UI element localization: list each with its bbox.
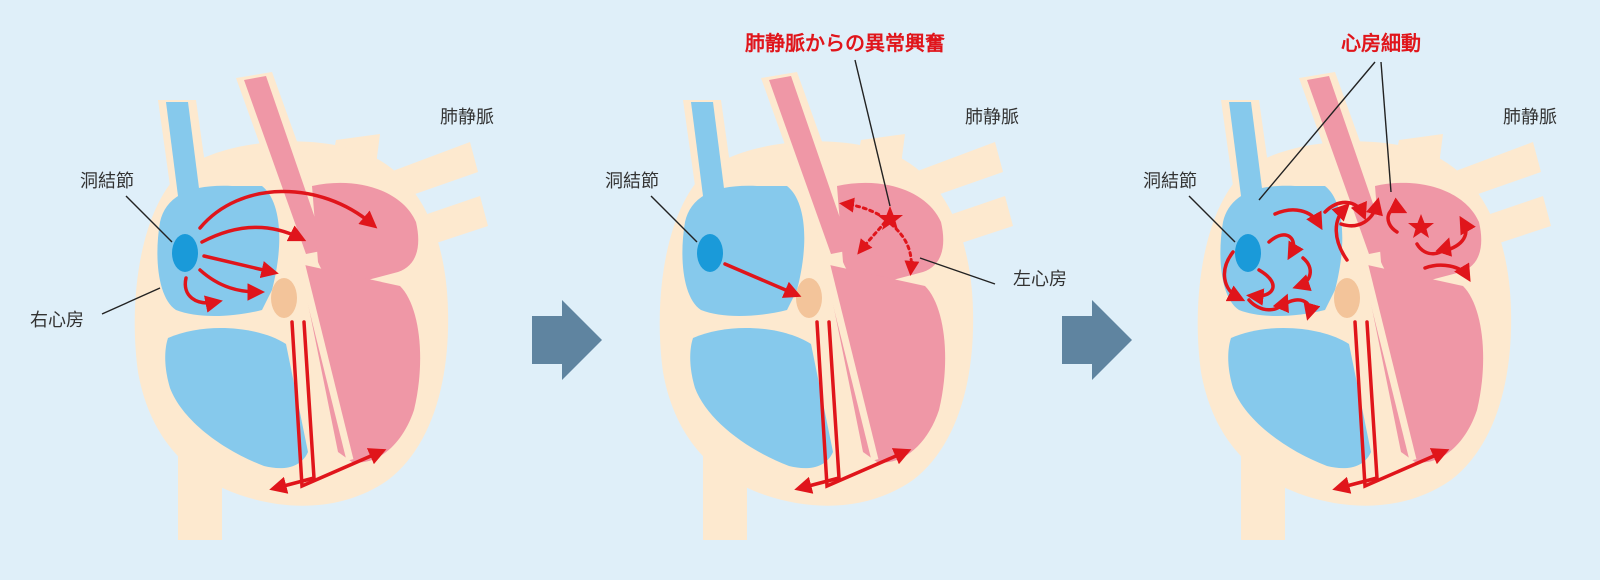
panel-3: 肺静脈 洞結節 心房細動 [1143, 31, 1557, 540]
pulmonary-vein-label: 肺静脈 [1503, 107, 1557, 128]
fibrillation-arrows [1222, 197, 1476, 494]
heart-illustration [135, 72, 488, 540]
leader-line [650, 195, 698, 243]
pulmonary-vein-label: 肺静脈 [440, 107, 494, 128]
star-icon [1408, 214, 1434, 238]
conduction-arrows [183, 189, 387, 494]
conduction-arrows [723, 262, 912, 494]
star-icon [877, 206, 903, 230]
sinus-node-marker [172, 234, 198, 272]
pulmonary-vein-label: 肺静脈 [965, 107, 1019, 128]
leader-line [1188, 195, 1236, 243]
leader-line [101, 287, 161, 315]
heart-illustration [1198, 72, 1551, 540]
leader-line [919, 257, 996, 285]
sinus-node-marker [1235, 234, 1261, 272]
sinus-node-label: 洞結節 [605, 171, 659, 192]
leader-line [1380, 61, 1392, 193]
heart-illustration [660, 72, 1013, 540]
sinus-node-marker [697, 234, 723, 272]
leader-line [854, 59, 891, 207]
sinus-node-label: 洞結節 [1143, 171, 1197, 192]
left-atrium-label: 左心房 [1013, 269, 1067, 290]
panel-2: 肺静脈 洞結節 左心房 肺静脈からの異常興奮 [605, 31, 1067, 540]
leader-line [1258, 61, 1376, 201]
sinus-node-label: 洞結節 [80, 171, 134, 192]
abnormal-excitation-label: 肺静脈からの異常興奮 [745, 31, 945, 55]
right-arrow-icon [1062, 300, 1132, 380]
atrial-fibrillation-label: 心房細動 [1341, 31, 1421, 55]
right-atrium-label: 右心房 [30, 310, 84, 331]
leader-line [125, 195, 173, 243]
right-arrow-icon [532, 300, 602, 380]
panel-1: 肺静脈 洞結節 右心房 [30, 72, 494, 540]
